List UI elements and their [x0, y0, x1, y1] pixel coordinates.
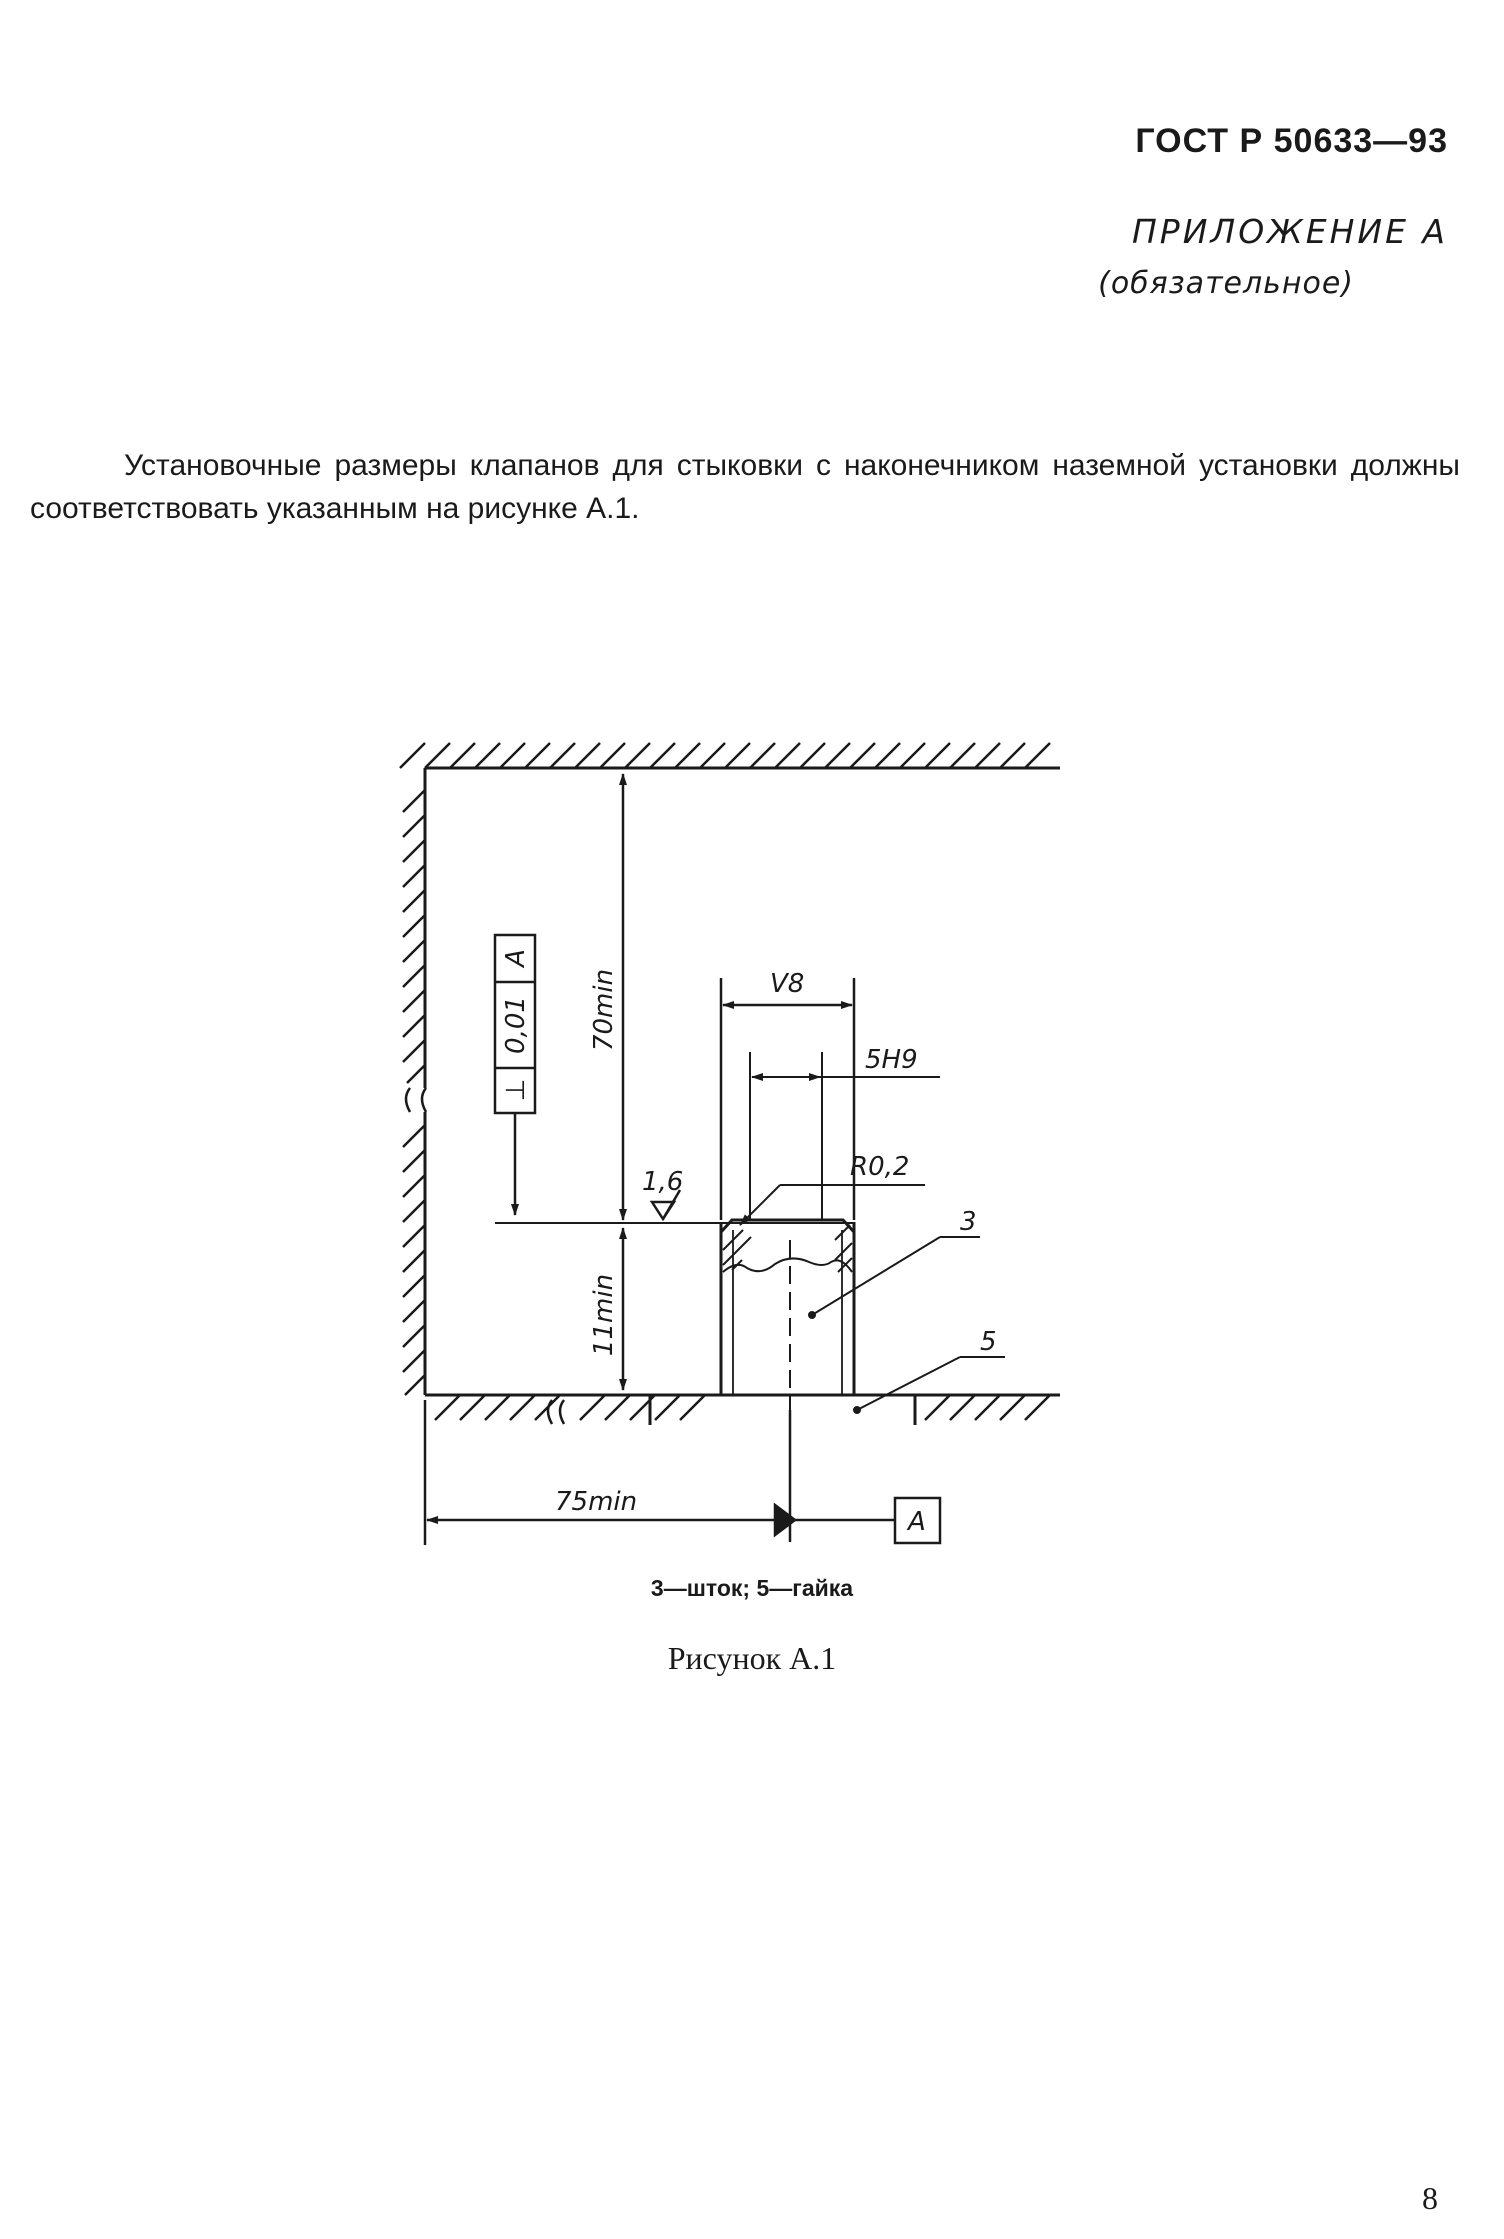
dim-v8-label: V8 [770, 969, 804, 999]
top-wall [399, 742, 1060, 770]
tolerance-value: 0,01 [501, 996, 531, 1054]
body-paragraph: Установочные размеры клапанов для стыков… [30, 449, 1460, 525]
leader-3 [808, 1236, 980, 1319]
tolerance-symbol: ⊥ [501, 1079, 531, 1102]
dim-v8 [719, 978, 856, 1220]
figure-caption: Рисунок А.1 [667, 1640, 837, 1676]
bottom-wall [425, 1393, 1060, 1425]
dim-5h9 [749, 1052, 940, 1220]
dim-5h9-label: 5H9 [865, 1045, 918, 1075]
dim-11-label: 11min [589, 1274, 619, 1356]
roughness-value: 1,6 [642, 1167, 683, 1197]
appendix-title: ПРИЛОЖЕНИЕ А [1131, 212, 1448, 251]
leader-3-label: 3 [960, 1207, 977, 1237]
appendix-note: (обязательное) [1098, 266, 1354, 301]
leader-5 [853, 1356, 1005, 1414]
tolerance-frame [493, 933, 537, 1216]
tolerance-datum: A [501, 949, 531, 969]
standard-code: ГОСТ Р 50633—93 [1135, 122, 1448, 160]
page-number: 8 [1422, 2180, 1438, 2216]
radius-leader [739, 1184, 925, 1226]
dim-75-min [423, 1400, 942, 1545]
dim-75-label: 75min [555, 1487, 637, 1517]
radius-label: R0,2 [850, 1152, 909, 1182]
leader-5-label: 5 [980, 1327, 997, 1357]
figure-legend: 3—шток; 5—гайка [650, 1575, 854, 1601]
datum-label: A [906, 1507, 926, 1537]
dim-70-label: 70min [589, 969, 619, 1051]
stem-part [719, 1218, 856, 1480]
roughness-symbol [649, 1189, 682, 1222]
technical-drawing: 70min 11min ⊥ 0,01 A 1,6 V8 5H9 R0,2 [399, 742, 1060, 1545]
left-wall [402, 768, 428, 1396]
